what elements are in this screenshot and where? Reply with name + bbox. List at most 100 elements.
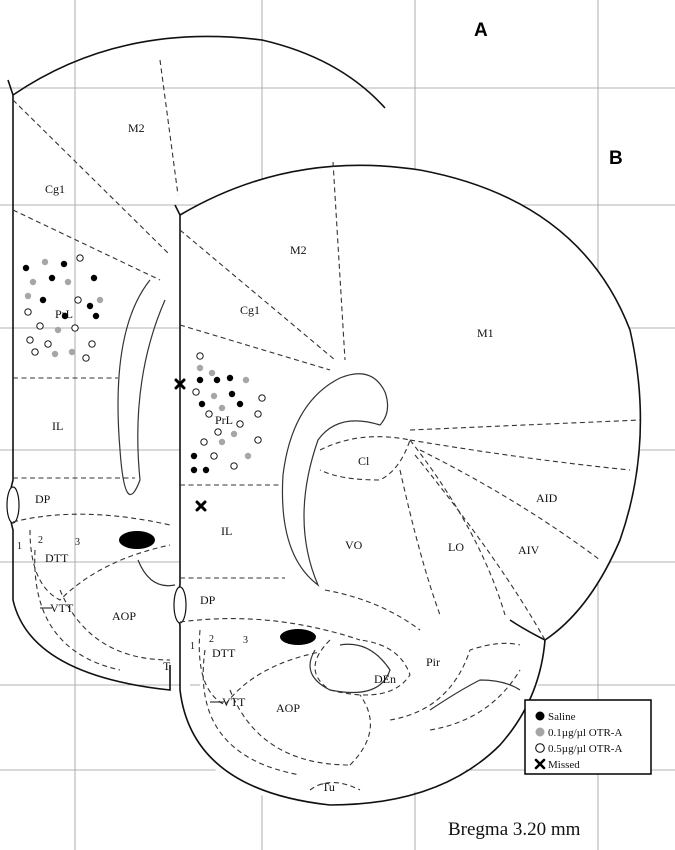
high-dose-site (74, 296, 82, 304)
panel-b-pir-outer (429, 669, 521, 731)
panel-b-aid-aiv (419, 449, 601, 561)
saline-site (226, 374, 234, 382)
legend-low-dose-label: 0.1µg/µl OTR-A (548, 727, 622, 739)
panel-b-cl-outline (319, 436, 411, 481)
panel-b-injection-sites (174, 352, 266, 512)
saline-site (198, 400, 206, 408)
panel-b-aid-upper (409, 439, 631, 471)
panel-b-label-vo: VO (345, 538, 363, 552)
low-dose-site (96, 296, 104, 304)
panel-a-letter: A (474, 20, 488, 41)
saline-site (22, 264, 30, 272)
high-dose-site (71, 324, 79, 332)
saline-site (190, 466, 198, 474)
panel-b-label-aid: AID (536, 491, 558, 505)
panel-b-midline-ventricle (173, 586, 187, 624)
panel-a-label-dtt: DTT (45, 551, 69, 565)
missed-site (174, 378, 186, 390)
panel-b-label-dtt: DTT (212, 646, 236, 660)
panel-a-outline (7, 79, 171, 691)
panel-b-label-lo: LO (448, 540, 464, 554)
panel-b-label-prl: PrL (215, 413, 233, 427)
saline-site (190, 452, 198, 460)
panel-b-dp-bottom (179, 618, 361, 641)
panel-a-label-aop: AOP (112, 609, 136, 623)
legend-missed-marker (534, 758, 546, 770)
high-dose-site (205, 410, 213, 418)
bregma-caption: Bregma 3.20 mm (448, 819, 581, 840)
panel-b-label-aop: AOP (276, 701, 300, 715)
legend-missed-label: Missed (548, 759, 580, 771)
panel-a-midline-ventricle (6, 486, 20, 524)
saline-site (60, 260, 68, 268)
panel-b-label-aiv: AIV (518, 543, 540, 557)
high-dose-site (200, 438, 208, 446)
panel-b-label-vtt: VTT (222, 695, 246, 709)
panel-b-tu-outline (309, 781, 361, 791)
low-dose-site (51, 350, 59, 358)
low-dose-site (41, 258, 49, 266)
panel-b-anterior-commissure (280, 629, 316, 645)
panel-b-m2-m1-boundary (332, 161, 346, 361)
panel-a: M2 Cg1 PrL IL DP 1 2 3 DTT VTT AOP T A (6, 20, 488, 691)
panel-a-m2-top-boundary (159, 59, 179, 196)
panel-a-anterior-commissure (119, 531, 155, 549)
low-dose-site (64, 278, 72, 286)
high-dose-site (236, 420, 244, 428)
panel-b-lo-aiv-boundary (409, 439, 506, 616)
panel-b-layer-3: 3 (243, 635, 248, 646)
saline-site (213, 376, 221, 384)
panel-a-dp-bottom (12, 513, 171, 526)
high-dose-site (31, 348, 39, 356)
low-dose-site (24, 292, 32, 300)
saline-site (90, 274, 98, 282)
panel-a-dorsal-arc (12, 35, 386, 109)
legend-high-dose-marker (535, 743, 545, 753)
panel-b-vo-lo-boundary (399, 469, 441, 616)
panel-b-dorsal-arc (179, 164, 642, 641)
high-dose-site (196, 352, 204, 360)
panel-a-forceps (117, 279, 166, 496)
saline-site (228, 390, 236, 398)
high-dose-site (258, 394, 266, 402)
panel-b-vo-lower (324, 589, 421, 631)
panel-a-layer-3: 3 (75, 537, 80, 548)
high-dose-site (192, 388, 200, 396)
high-dose-site (44, 340, 52, 348)
legend-saline-marker (535, 711, 545, 721)
panel-a-label-t: T (163, 659, 171, 673)
high-dose-site (82, 354, 90, 362)
panel-a-layer-1: 1 (17, 541, 22, 552)
panel-b-layer-1: 1 (190, 641, 195, 652)
high-dose-site (76, 254, 84, 262)
high-dose-site (214, 428, 222, 436)
legend-saline-label: Saline (548, 711, 576, 723)
legend: Saline 0.1µg/µl OTR-A 0.5µg/µl OTR-A Mis… (524, 699, 652, 775)
panel-b-aop-outline-2 (349, 694, 371, 766)
panel-b-aop-outline (229, 689, 351, 766)
legend-box (524, 699, 652, 775)
panel-b: M2 Cg1 M1 PrL Cl IL VO LO AID AIV DP 1 2… (173, 148, 642, 806)
low-dose-site (244, 452, 252, 460)
panel-b-label-cg1: Cg1 (240, 303, 260, 317)
high-dose-site (24, 308, 32, 316)
panel-a-aop-outline (59, 589, 171, 661)
high-dose-site (88, 340, 96, 348)
saline-site (92, 312, 100, 320)
legend-low-dose-marker (535, 727, 545, 737)
panel-a-label-cg1: Cg1 (45, 182, 65, 196)
high-dose-site (254, 436, 262, 444)
panel-b-label-m2: M2 (290, 243, 307, 257)
low-dose-site (218, 438, 226, 446)
panel-b-label-tu: Tu (322, 780, 335, 794)
panel-a-cg1-prl-boundary (12, 209, 161, 281)
panel-b-label-dp: DP (200, 593, 216, 607)
panel-a-injection-sites (22, 254, 104, 362)
panel-b-fill (180, 165, 641, 805)
low-dose-site (210, 392, 218, 400)
low-dose-site (54, 326, 62, 334)
panel-b-vtt-outline (202, 649, 301, 776)
panel-b-pir-inner (429, 679, 521, 711)
panel-a-label-vtt: VTT (50, 601, 74, 615)
